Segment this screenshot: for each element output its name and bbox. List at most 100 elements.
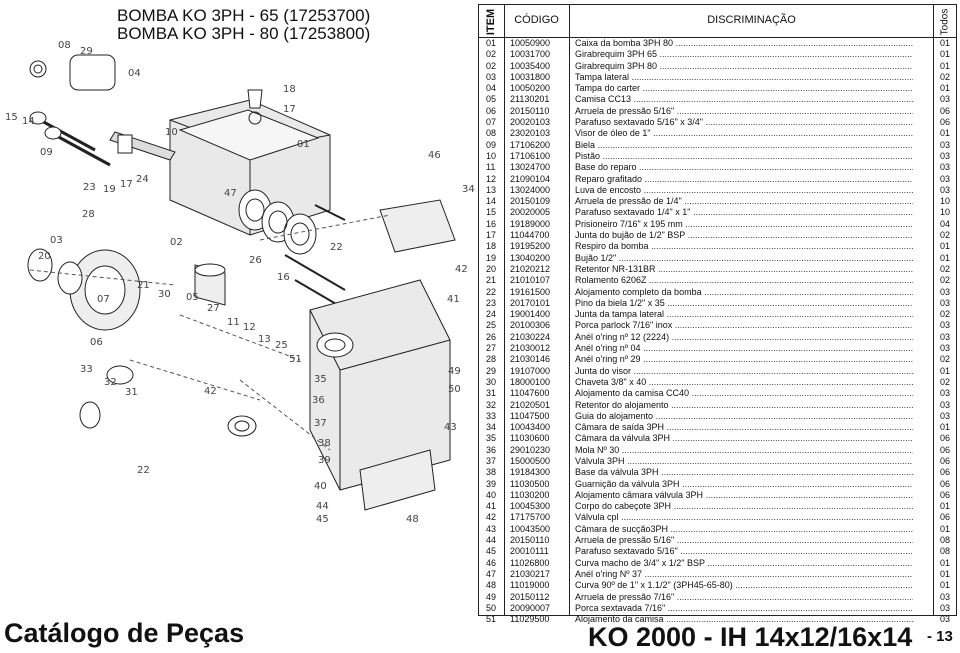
description-cell: Mola Nº 30 xyxy=(575,445,913,456)
qty-cell: 06 xyxy=(939,105,950,116)
diagram-callout: 07 xyxy=(97,294,110,305)
code-cell: 21130201 xyxy=(510,94,550,105)
qty-cell: 10 xyxy=(939,196,950,207)
code-cell: 18000100 xyxy=(510,376,551,387)
item-cell: 34 xyxy=(486,422,497,433)
description-cell: Corpo do cabeçote 3PH xyxy=(575,501,913,512)
diagram-callout: 34 xyxy=(462,184,475,195)
code-cell: 21010107 xyxy=(510,275,551,286)
qty-cell: 03 xyxy=(939,399,950,410)
diagram-callout: 38 xyxy=(318,438,331,449)
item-cell: 25 xyxy=(486,320,497,331)
diagram-callout: 43 xyxy=(444,422,457,433)
qty-cell: 02 xyxy=(939,263,950,274)
description-cell: Base da válvula 3PH xyxy=(575,467,913,478)
code-cell: 20150110 xyxy=(510,105,550,116)
qty-cell: 03 xyxy=(939,614,950,625)
code-cell: 23020103 xyxy=(510,128,551,139)
diagram-callout: 15 xyxy=(5,112,18,123)
page-title-line-2: BOMBA KO 3PH - 80 (17253800) xyxy=(117,24,371,43)
diagram-callout: 04 xyxy=(128,68,141,79)
description-cell: Parafuso sextavado 5/16" xyxy=(575,546,913,557)
code-cell: 19195200 xyxy=(510,241,551,252)
code-cell: 21020212 xyxy=(510,263,551,274)
code-cell: 20020103 xyxy=(510,117,551,128)
item-cell: 01 xyxy=(486,38,497,48)
item-cell: 30 xyxy=(486,376,497,387)
code-cell: 15000500 xyxy=(510,455,551,466)
qty-cell: 01 xyxy=(939,580,950,591)
description-cell: Girabrequim 3PH 65 xyxy=(575,49,913,60)
qty-cell: 02 xyxy=(939,354,950,365)
code-cell: 20020005 xyxy=(510,207,551,218)
diagram-callout: 29 xyxy=(80,46,93,57)
qty-cell: 01 xyxy=(939,422,950,433)
diagram-callout: 17 xyxy=(283,104,296,115)
diagram-callout: 42 xyxy=(204,386,217,397)
page-number: - 13 xyxy=(927,628,953,645)
model-title: KO 2000 - IH 14x12/16x14 xyxy=(588,622,913,652)
item-cell: 41 xyxy=(486,501,497,512)
description-cell: Curva 90º de 1" x 1.1/2" (3PH45-65-80) xyxy=(575,580,913,591)
item-cell: 44 xyxy=(486,535,497,546)
diagram-callout: 41 xyxy=(447,294,460,305)
code-cell: 19189000 xyxy=(510,218,551,229)
code-cell: 11044700 xyxy=(510,230,550,241)
description-cell: Junta da tampa lateral xyxy=(575,309,913,320)
diagram-callout: 37 xyxy=(314,418,327,429)
item-cell: 07 xyxy=(486,117,497,128)
qty-cell: 06 xyxy=(939,489,950,500)
qty-cell: 01 xyxy=(939,83,950,94)
qty-cell: 03 xyxy=(939,331,950,342)
item-cell: 19 xyxy=(486,252,497,263)
table-row: 0917106200Biela03 xyxy=(479,140,956,151)
code-cell: 20170101 xyxy=(510,297,551,308)
diagram-callout: 08 xyxy=(58,40,71,51)
description-cell: Pistão xyxy=(575,151,913,162)
qty-cell: 02 xyxy=(939,71,950,82)
diagram-callout: 45 xyxy=(316,514,329,525)
qty-cell: 01 xyxy=(939,49,950,60)
qty-cell: 03 xyxy=(939,388,950,399)
code-cell: 10045300 xyxy=(510,501,551,512)
code-cell: 21030217 xyxy=(510,568,551,579)
description-column-header: DISCRIMINAÇÃO xyxy=(707,14,796,26)
qty-cell: 01 xyxy=(939,568,950,579)
diagram-callout: 26 xyxy=(249,255,262,266)
diagram-callout: 18 xyxy=(283,84,296,95)
description-cell: Visor de óleo de 1" xyxy=(575,128,913,139)
diagram-callout: 01 xyxy=(297,139,310,150)
qty-cell: 01 xyxy=(939,252,950,263)
qty-cell: 01 xyxy=(939,557,950,568)
catalog-title: Catálogo de Peças xyxy=(4,618,245,648)
code-cell: 11026800 xyxy=(510,557,550,568)
item-cell: 23 xyxy=(486,297,497,308)
code-cell: 13040200 xyxy=(510,252,551,263)
qty-cell: 06 xyxy=(939,512,950,523)
description-cell: Alojamento da camisa xyxy=(575,614,913,625)
description-cell: Anél o'ring nº 29 xyxy=(575,354,913,365)
description-cell: Arruela de pressão 5/16" xyxy=(575,535,913,546)
diagram-callout: 19 xyxy=(103,184,116,195)
description-cell: Camisa CC13 xyxy=(575,94,913,105)
description-cell: Base do reparo xyxy=(575,162,913,173)
code-cell: 13024000 xyxy=(510,184,551,195)
item-cell: 46 xyxy=(486,557,497,568)
qty-cell: 08 xyxy=(939,546,950,557)
code-cell: 11029500 xyxy=(510,614,550,625)
code-cell: 17106200 xyxy=(510,139,551,150)
description-cell: Tampa lateral xyxy=(575,72,913,83)
item-cell: 28 xyxy=(486,354,497,365)
